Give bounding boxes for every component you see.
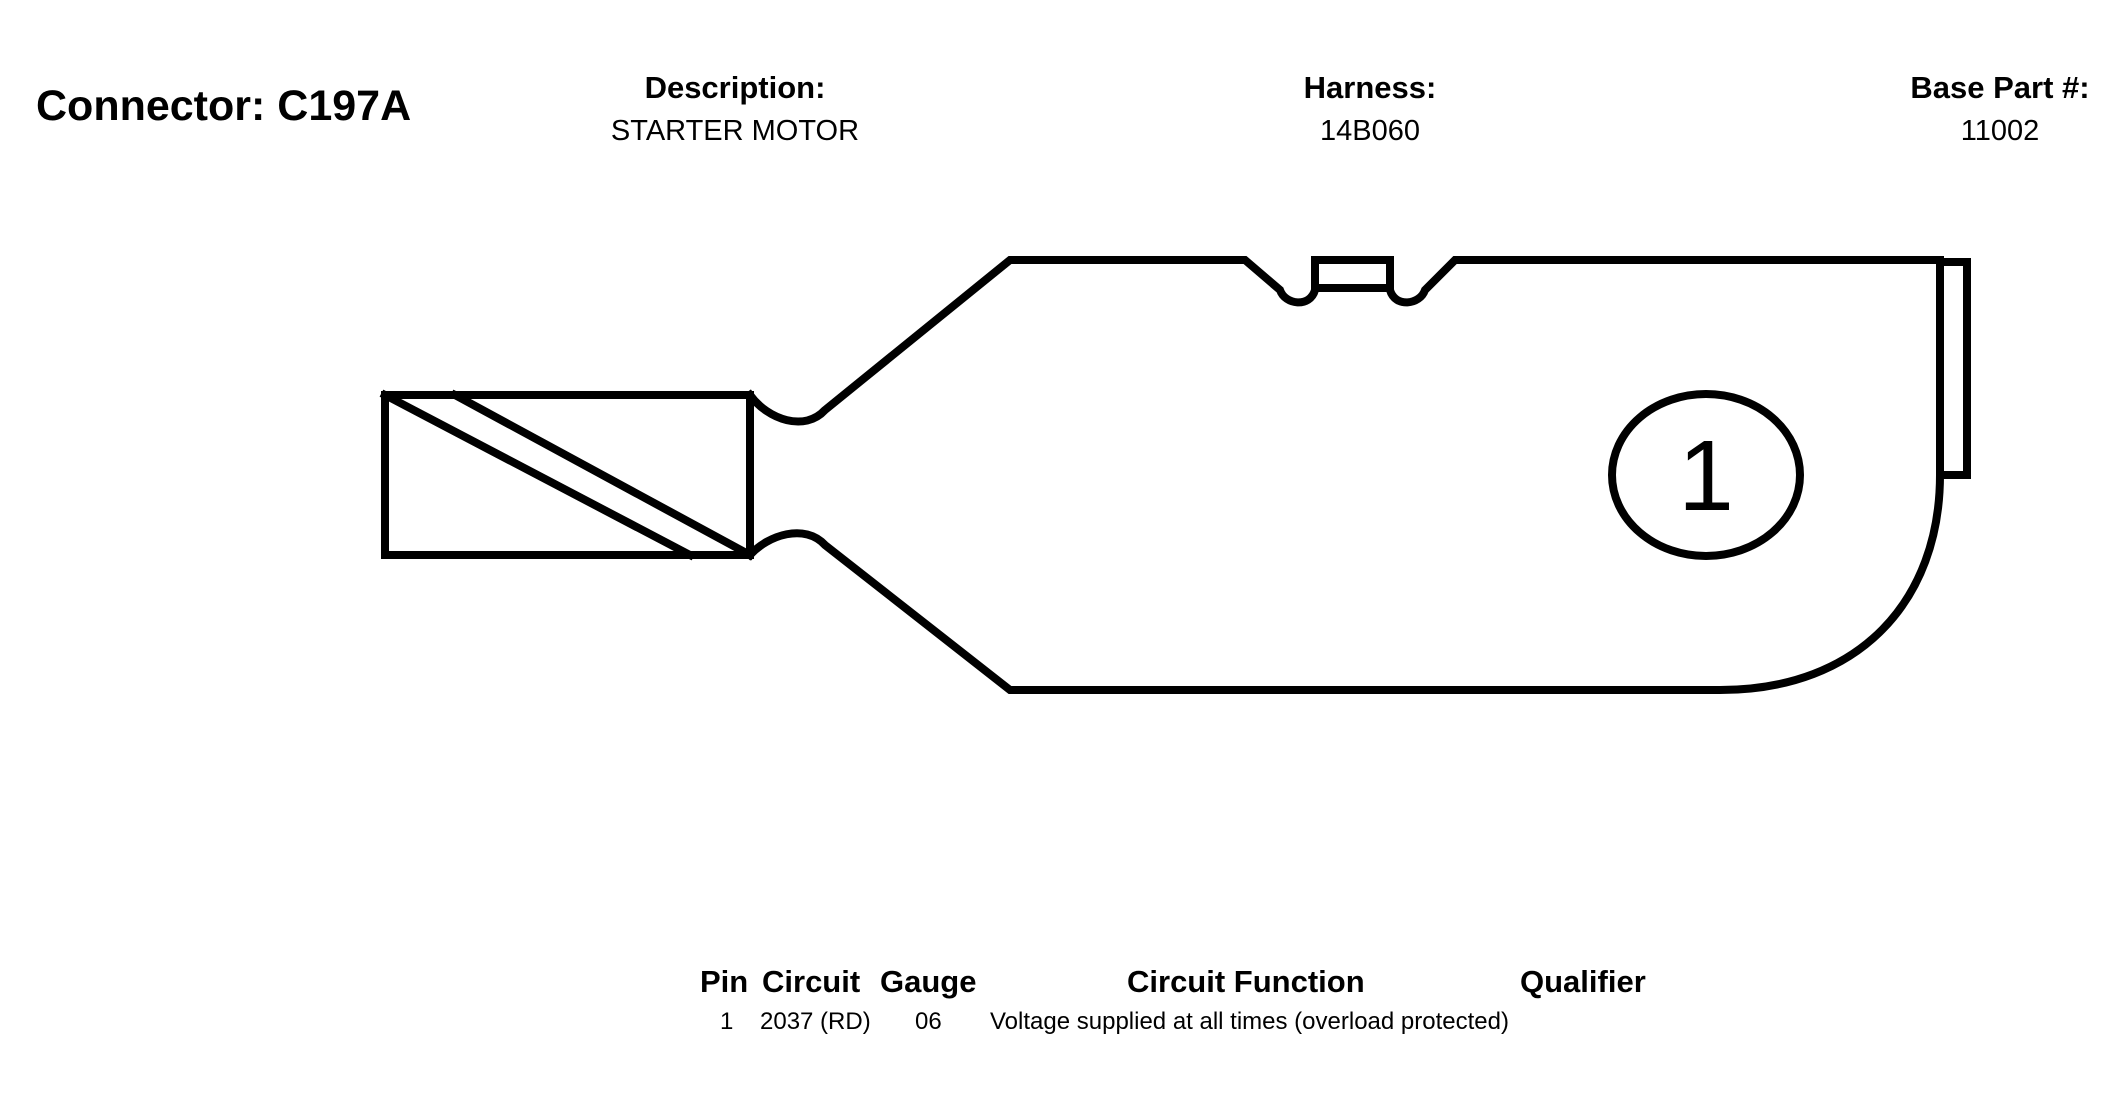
crimp-stripe-2 <box>449 389 756 561</box>
pin-1-number: 1 <box>1678 420 1734 532</box>
harness-value: 14B060 <box>1320 115 1420 147</box>
cell-gauge: 06 <box>915 1008 942 1035</box>
table-row: 1 2037 (RD) 06 Voltage supplied at all t… <box>690 1004 1690 1044</box>
header-circuit-function: Circuit Function <box>1127 964 1365 999</box>
header-pin: Pin <box>700 964 749 999</box>
base-part-field: Base Part #: 11002 <box>1880 68 2120 154</box>
description-value: STARTER MOTOR <box>610 115 860 147</box>
crimp-barrel <box>381 391 754 559</box>
connector-title: Connector: C197A <box>36 82 412 130</box>
header-circuit: Circuit <box>762 964 861 999</box>
connector-header: Connector: C197A Description: STARTER MO… <box>0 0 2122 200</box>
description-field: Description: STARTER MOTOR <box>595 68 875 154</box>
header-gauge: Gauge <box>880 964 977 999</box>
harness-label: Harness: <box>1303 70 1437 105</box>
terminal-body-outline <box>744 256 1944 694</box>
cell-circuit-function: Voltage supplied at all times (overload … <box>990 1008 1509 1035</box>
header-qualifier: Qualifier <box>1520 964 1646 999</box>
base-part-value: 11002 <box>1960 115 2040 147</box>
harness-field: Harness: 14B060 <box>1240 68 1500 154</box>
crimp-stripe-1 <box>379 389 696 561</box>
base-part-label: Base Part #: <box>1910 70 2090 105</box>
pin-table-header: Pin Circuit Gauge Circuit Function Quali… <box>690 964 1690 1004</box>
cell-circuit: 2037 (RD) <box>760 1008 871 1035</box>
pin-1-circle <box>1608 390 1804 560</box>
terminal-end-flange <box>1936 258 1971 479</box>
description-label: Description: <box>644 70 826 105</box>
pin-table: Pin Circuit Gauge Circuit Function Quali… <box>690 964 1690 1044</box>
cell-pin: 1 <box>720 1008 734 1035</box>
